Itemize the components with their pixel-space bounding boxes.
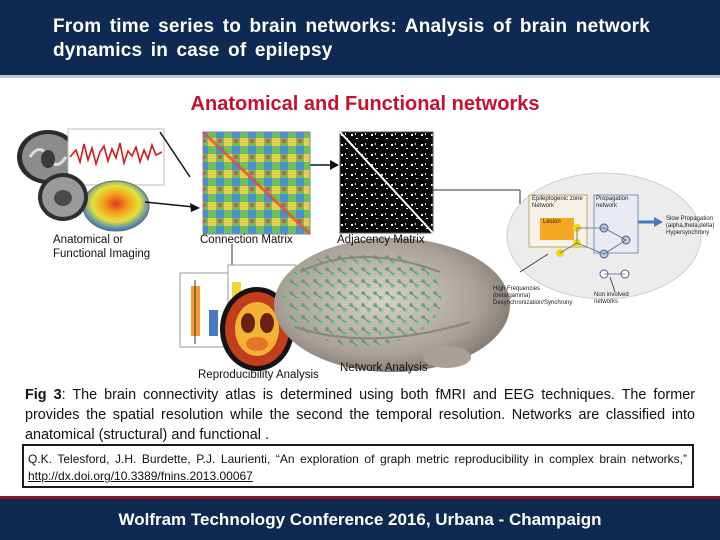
network-analysis-label: Network Analysis	[340, 362, 428, 374]
section-title: Anatomical and Functional networks	[190, 93, 540, 115]
caption-text: : The brain connectivity atlas is determ…	[25, 387, 695, 443]
slow-propagation-label: Slow Propagation (alpha,theta,delta) Hyp…	[666, 216, 715, 236]
footer-text: Wolfram Technology Conference 2016, Urba…	[118, 510, 602, 529]
caption-label: Fig 3	[25, 387, 62, 403]
connection-matrix-label: Connection Matrix	[200, 234, 293, 246]
high-frequencies-label: High Frequencies (beta/gamma) Desynchron…	[493, 286, 573, 306]
figure-caption: Fig 3: The brain connectivity atlas is d…	[25, 385, 695, 445]
epileptogenic-zone-label: Epileptogenic zone Network	[532, 196, 583, 209]
figure-graphic	[17, 128, 702, 372]
non-involved-label: Non involved networks	[594, 292, 629, 305]
citation-doi-link[interactable]: http://dx.doi.org/10.3389/fnins.2013.000…	[28, 469, 253, 483]
propagation-network-label: Propagation network	[596, 196, 629, 209]
adjacency-matrix-label: Adjacency Matrix	[337, 234, 425, 246]
imaging-label: Anatomical or Functional Imaging	[53, 234, 151, 260]
lesion-label: Lesion	[543, 219, 561, 225]
slide-header: From time series to brain networks: Anal…	[0, 0, 720, 78]
network-figure: Anatomical or Functional Imaging Connect…	[0, 122, 720, 381]
reproducibility-label: Reproducibility Analysis	[198, 369, 319, 381]
slide-footer: Wolfram Technology Conference 2016, Urba…	[0, 496, 720, 540]
slide-title: From time series to brain networks: Anal…	[53, 16, 651, 61]
citation-text: Q.K. Telesford, J.H. Burdette, P.J. Laur…	[28, 452, 687, 466]
imaging-panel	[17, 128, 165, 232]
citation-box: Q.K. Telesford, J.H. Burdette, P.J. Laur…	[22, 444, 694, 488]
